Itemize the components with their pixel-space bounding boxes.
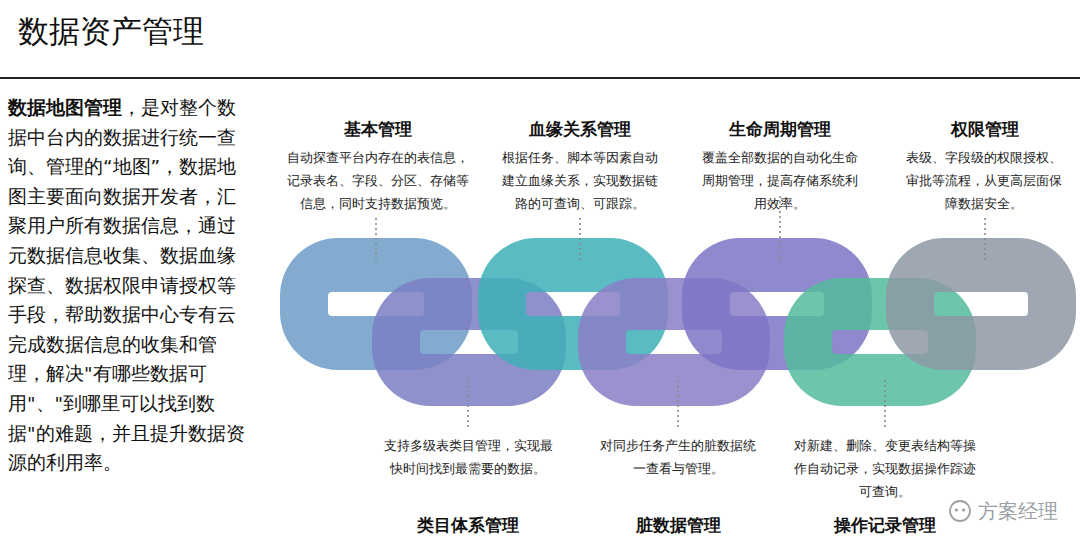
link-description: 表级、字段级的权限授权、审批等流程，从更高层面保障数据安全。 xyxy=(900,146,1068,215)
link-description: 支持多级表类目管理，实现最快时间找到最需要的数据。 xyxy=(378,434,558,480)
link-heading: 血缘关系管理 xyxy=(470,118,690,140)
link-heading: 权限管理 xyxy=(875,118,1080,140)
watermark-icon xyxy=(948,499,972,523)
intro-heading: 数据地图管理 xyxy=(8,97,122,118)
link-description: 对新建、删除、变更表结构等操作自动记录，实现数据操作踪迹可查询。 xyxy=(794,434,976,503)
link-heading: 类目体系管理 xyxy=(358,514,578,536)
page-title: 数据资产管理 xyxy=(18,10,204,52)
link-ring xyxy=(886,238,1076,370)
link-heading: 操作记录管理 xyxy=(775,514,995,536)
link-heading: 生命周期管理 xyxy=(670,118,890,140)
link-description: 根据任务、脚本等因素自动建立血缘关系，实现数据链路的可查询、可跟踪。 xyxy=(496,146,664,215)
link-description: 覆盖全部数据的自动化生命周期管理，提高存储系统利用效率。 xyxy=(696,146,864,215)
link-heading: 基本管理 xyxy=(268,118,488,140)
link-description: 自动探查平台内存在的表信息，记录表名、字段、分区、存储等信息，同时支持数据预览。 xyxy=(283,146,473,215)
title-rule xyxy=(0,77,1080,79)
link-heading: 脏数据管理 xyxy=(568,514,788,536)
intro-paragraph: 数据地图管理，是对整个数据中台内的数据进行统一查询、管理的“地图”，数据地图主要… xyxy=(8,93,252,478)
link-description: 对同步任务产生的脏数据统一查看与管理。 xyxy=(594,434,762,480)
watermark: 方案经理 xyxy=(948,496,1058,526)
intro-body: ，是对整个数据中台内的数据进行统一查询、管理的“地图”，数据地图主要面向数据开发… xyxy=(8,97,245,473)
watermark-text: 方案经理 xyxy=(978,498,1058,525)
chain-link: 权限管理表级、字段级的权限授权、审批等流程，从更高层面保障数据安全。 xyxy=(886,238,1076,370)
